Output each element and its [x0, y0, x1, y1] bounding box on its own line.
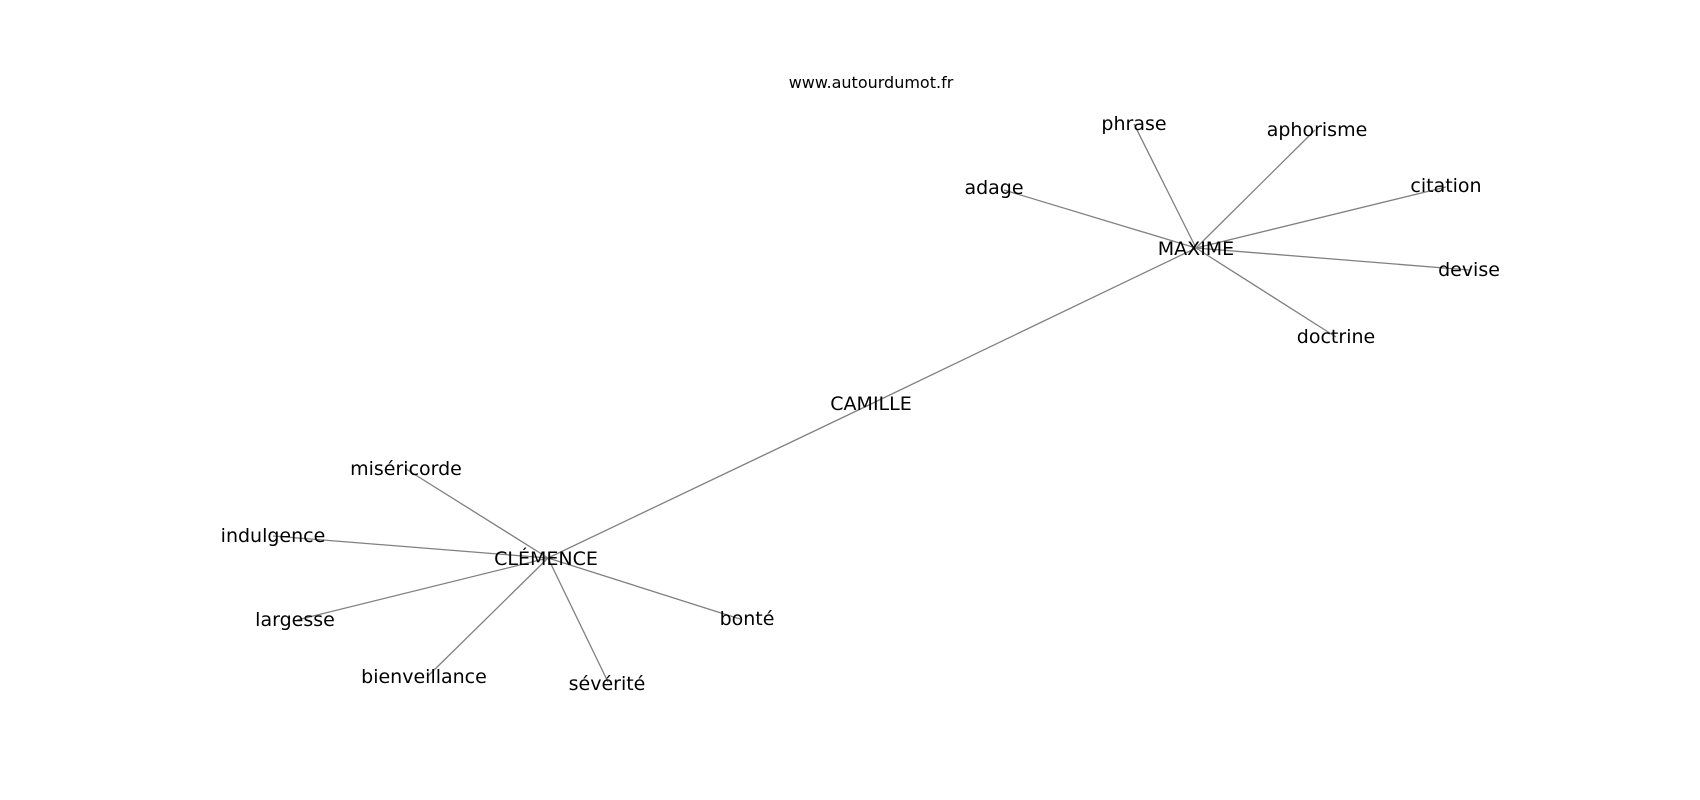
- edge-clemence-indulgence: [272, 535, 549, 559]
- edge-camille-clemence: [547, 403, 872, 559]
- edge-clemence-bonte: [547, 557, 741, 620]
- node-center[interactable]: CAMILLE: [830, 393, 911, 415]
- site-url[interactable]: www.autourdumot.fr: [789, 73, 954, 92]
- node-severite[interactable]: sévérité: [569, 673, 646, 695]
- edge-maxime-aphorisme: [1195, 129, 1316, 249]
- node-phrase[interactable]: phrase: [1101, 113, 1166, 135]
- edge-maxime-devise: [1195, 247, 1470, 271]
- labels: www.autourdumot.fr CAMILLE MAXIME phrase…: [221, 73, 1500, 695]
- node-devise[interactable]: devise: [1438, 259, 1500, 281]
- node-aphorisme[interactable]: aphorisme: [1267, 119, 1368, 141]
- edge-clemence-bienveillance: [427, 557, 549, 677]
- node-misericorde[interactable]: miséricorde: [350, 458, 462, 480]
- edge-maxime-citation: [1195, 186, 1447, 249]
- edge-camille-maxime: [870, 247, 1197, 405]
- node-citation[interactable]: citation: [1410, 175, 1481, 197]
- edges: [272, 123, 1470, 683]
- node-indulgence[interactable]: indulgence: [221, 525, 326, 547]
- node-bonte[interactable]: bonté: [720, 608, 775, 630]
- edge-clemence-misericorde: [405, 468, 549, 559]
- edge-maxime-doctrine: [1195, 247, 1337, 338]
- node-adage[interactable]: adage: [964, 177, 1023, 199]
- node-hub-maxime[interactable]: MAXIME: [1158, 238, 1234, 260]
- edge-maxime-adage: [1003, 189, 1197, 249]
- edge-maxime-phrase: [1133, 123, 1197, 249]
- node-hub-clemence[interactable]: CLÉMENCE: [494, 547, 598, 570]
- edge-clemence-largesse: [296, 557, 549, 621]
- edge-clemence-severite: [547, 557, 609, 683]
- node-largesse[interactable]: largesse: [255, 609, 335, 631]
- node-bienveillance[interactable]: bienveillance: [361, 666, 487, 688]
- node-doctrine[interactable]: doctrine: [1297, 326, 1375, 348]
